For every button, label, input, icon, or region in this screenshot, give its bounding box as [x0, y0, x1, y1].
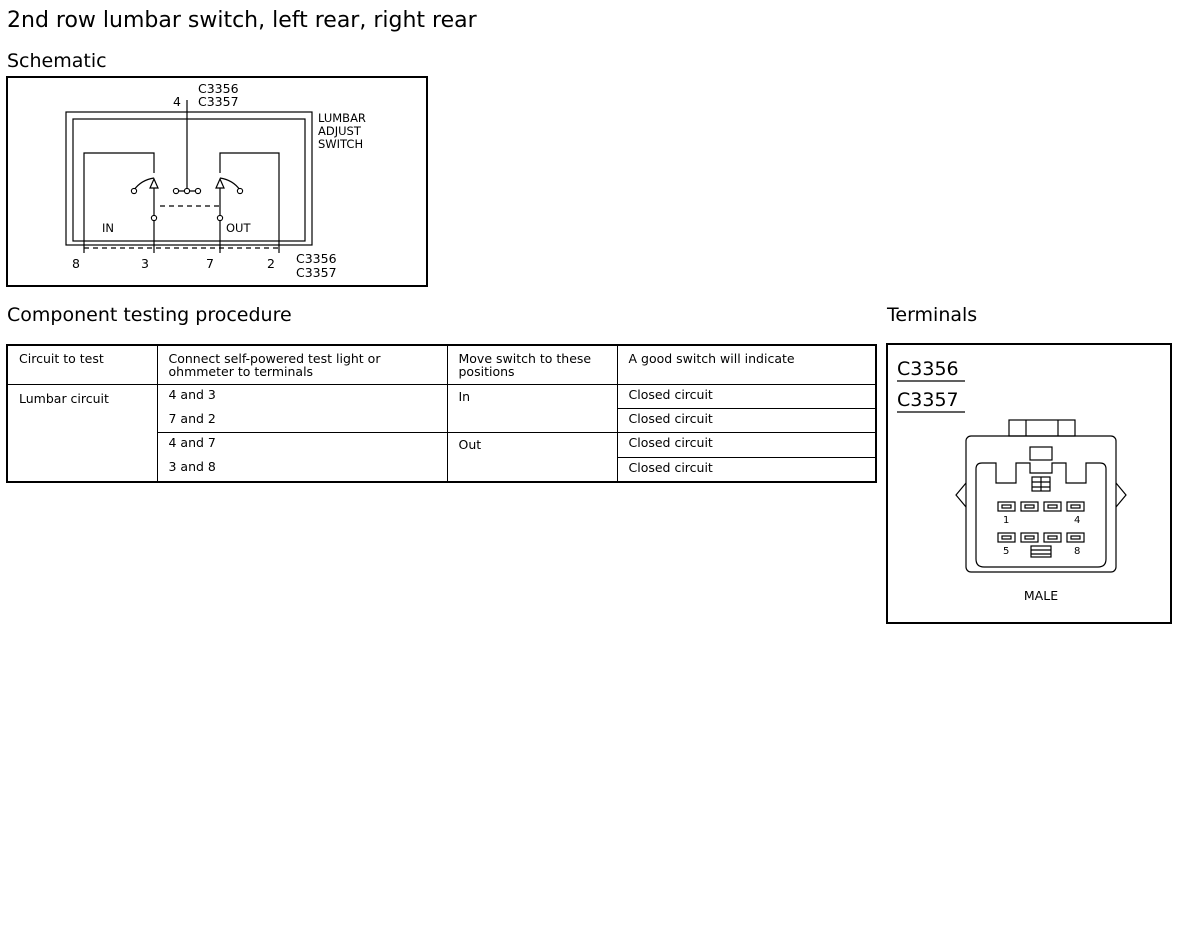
table-row: 3 and 8 Closed circuit [7, 456, 877, 483]
table-row: Lumbar circuit 4 and 3 In Closed circuit [6, 383, 877, 483]
label-in: IN [102, 221, 114, 235]
cell-result: Closed circuit [616, 432, 877, 458]
label-out: OUT [226, 221, 251, 235]
schematic-panel: C3356 C3357 4 LUMBAR ADJUST SWITCH IN OU… [6, 76, 428, 287]
switch-label-switch: SWITCH [318, 137, 363, 151]
table-row: 7 and 2 Closed circuit [7, 408, 877, 434]
terminal-connector-c3357: C3357 [897, 389, 959, 411]
top-connector-c3356: C3356 [198, 81, 239, 96]
switch-label-adjust: ADJUST [318, 124, 362, 138]
header-connect: Connect self-powered test light or ohmme… [156, 344, 448, 385]
cell-terminals: 4 and 3 [156, 383, 448, 409]
cell-result: Closed circuit [616, 456, 877, 483]
header-move: Move switch to these positions [446, 344, 618, 385]
connector-body [965, 435, 1117, 573]
terminal-pin-5: 5 [1003, 546, 1009, 557]
schematic-diagram: C3356 C3357 4 LUMBAR ADJUST SWITCH IN OU… [65, 81, 366, 280]
pin-label-3: 3 [141, 256, 149, 271]
connector-inner-housing [975, 462, 1107, 568]
left-side-tab [955, 482, 967, 508]
cell-circuit-name: Lumbar circuit [6, 384, 158, 483]
connector-latch [1008, 419, 1076, 437]
connector-face-diagram: C3356 C3357 [897, 358, 1127, 603]
pin-label-2: 2 [267, 256, 275, 271]
pin-label-4: 4 [173, 94, 181, 109]
terminals-heading: Terminals [887, 304, 978, 326]
terminals-panel: C3356 C3357 [886, 343, 1172, 624]
bottom-key [1030, 545, 1052, 558]
pin-label-8: 8 [72, 256, 80, 271]
procedure-table: Circuit to test Connect self-powered tes… [6, 344, 877, 483]
pin-label-7: 7 [206, 256, 214, 271]
switch-label-lumbar: LUMBAR [318, 111, 366, 125]
cell-result: Closed circuit [616, 408, 877, 434]
table-row: 4 and 7 Out Closed circuit [7, 432, 877, 483]
terminal-pin-8: 8 [1074, 546, 1080, 557]
header-good: A good switch will indicate [616, 344, 877, 385]
right-switch-arrow [215, 177, 225, 189]
cell-position: In [446, 383, 618, 434]
top-connector-c3357: C3357 [198, 94, 239, 109]
bottom-connector-c3357: C3357 [296, 265, 337, 280]
procedure-heading: Component testing procedure [7, 304, 292, 326]
bottom-connector-c3356: C3356 [296, 251, 337, 266]
left-switch-arrow [149, 177, 159, 189]
terminal-connector-c3356: C3356 [897, 358, 959, 380]
schematic-heading: Schematic [7, 50, 107, 72]
right-side-tab [1115, 482, 1127, 508]
terminal-pin-4: 4 [1074, 515, 1080, 526]
key-block [1029, 446, 1053, 461]
switch-housing-outer [65, 111, 313, 246]
left-contact-block [83, 152, 155, 253]
connector-gender: MALE [1024, 588, 1058, 603]
cell-terminals: 3 and 8 [156, 457, 448, 483]
header-circuit: Circuit to test [6, 344, 158, 385]
cell-position: Out [446, 432, 618, 483]
cell-terminals: 7 and 2 [156, 408, 448, 434]
cell-result: Closed circuit [616, 383, 877, 410]
cell-terminals: 4 and 7 [156, 432, 448, 458]
right-contact-block [219, 152, 280, 253]
switch-housing-inner [72, 118, 306, 242]
page-title: 2nd row lumbar switch, left rear, right … [7, 8, 477, 33]
table-header-row: Circuit to test Connect self-powered tes… [6, 344, 877, 385]
terminal-pin-1: 1 [1003, 515, 1009, 526]
